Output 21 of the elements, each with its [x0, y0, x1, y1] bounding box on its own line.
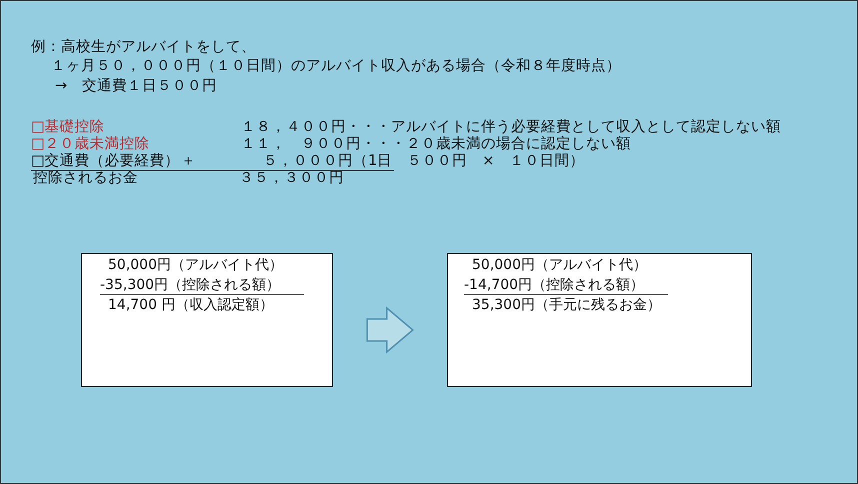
- item-description: １１， ９００円・・・２０歳未満の場合に認定しない額: [241, 135, 631, 153]
- amount-text: -35,300円（控除される額）: [100, 277, 304, 295]
- plus-sign: ＋: [181, 152, 196, 170]
- amount-text: 50,000円（アルバイト代）: [108, 257, 283, 274]
- item-name: □２０歳未満控除: [31, 135, 150, 152]
- heading-text: 例：高校生がアルバイトをして、: [31, 38, 256, 56]
- calculation-box: [81, 253, 333, 387]
- item-name: □交通費（必要経費）: [31, 152, 180, 170]
- calculation-box: [447, 253, 752, 387]
- amount-text: 50,000円（アルバイト代）: [472, 257, 647, 274]
- total-amount: ３５，３００円: [239, 169, 344, 187]
- block-arrow: [366, 306, 414, 354]
- total-name: 控除されるお金: [33, 169, 138, 187]
- item-name: □基礎控除: [31, 118, 105, 136]
- condition-text: → 交通費１日５００円: [55, 77, 218, 95]
- item-description: １８，４００円・・・アルバイトに伴う必要経費として収入として認定しない額: [241, 118, 781, 136]
- result-text: 35,300円（手元に残るお金）: [472, 297, 661, 314]
- item-description: ５，０００円（1日 ５００円 × １０日間）: [263, 152, 584, 170]
- result-text: 14,700 円（収入認定額）: [108, 297, 274, 314]
- condition-text: １ヶ月５０，０００円（１０日間）のアルバイト収入がある場合（令和８年度時点）: [51, 57, 621, 75]
- amount-text: -14,700円（控除される額）: [464, 277, 668, 295]
